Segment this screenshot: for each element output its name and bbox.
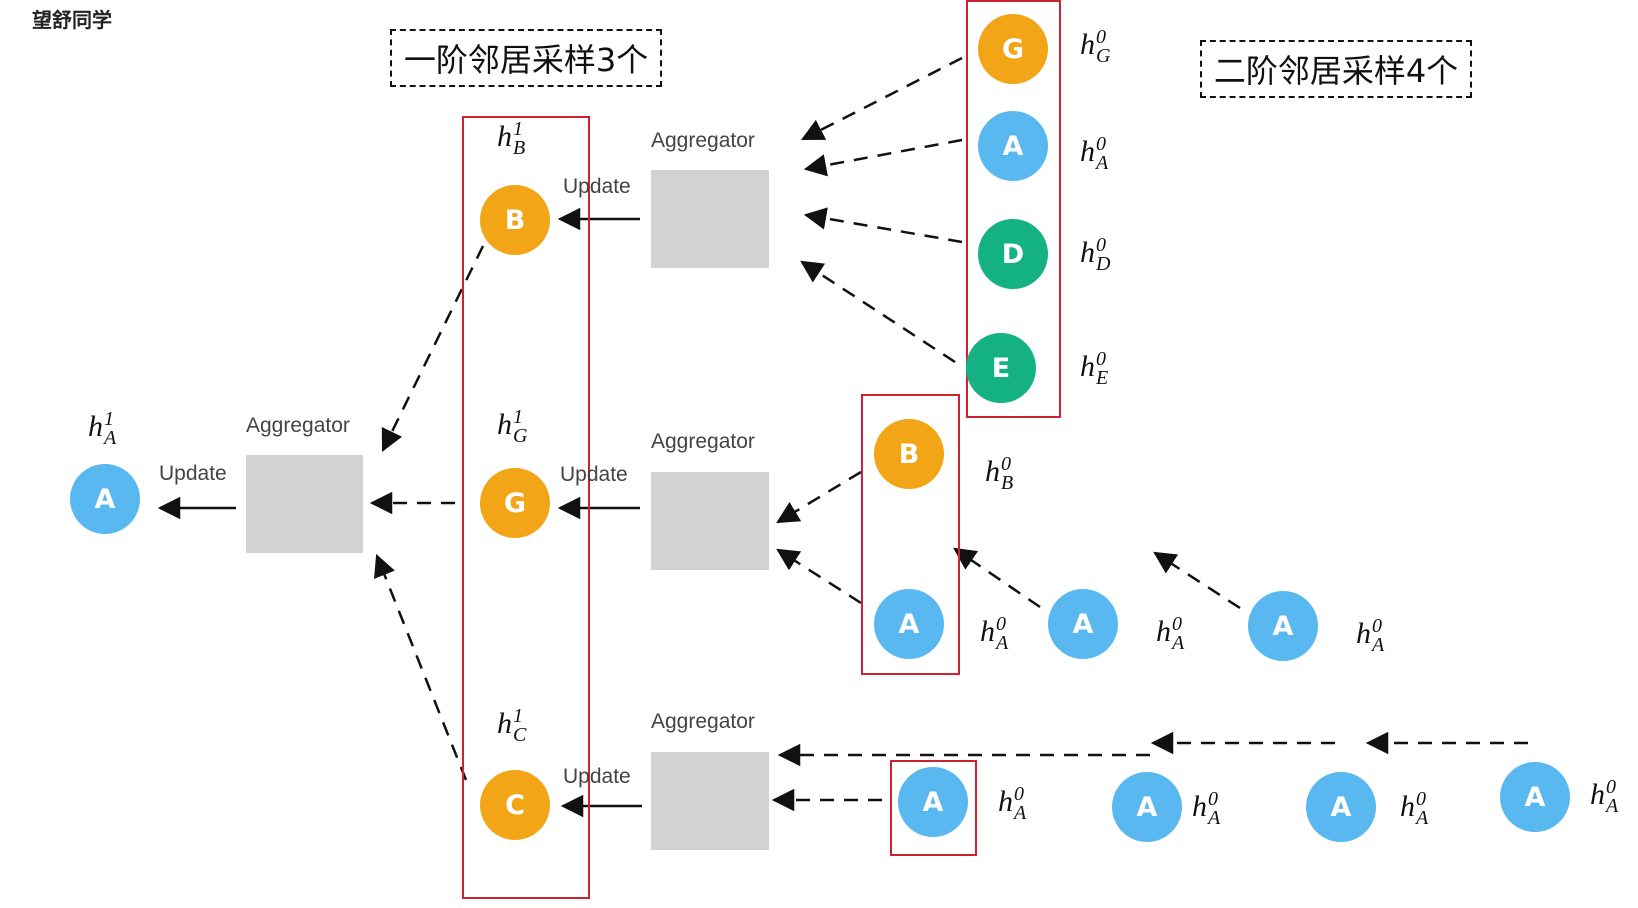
update-label-g: Update — [560, 463, 628, 486]
node-b-layer2-right: B — [874, 419, 944, 489]
node-d-layer2: D — [978, 219, 1048, 289]
edge-gtop-to-agg — [800, 56, 963, 141]
edge-aright-to-agg — [776, 548, 862, 605]
edge-atop-to-agg — [803, 138, 963, 177]
node-a-row1-1: A — [1048, 589, 1118, 659]
update-label-c: Update — [563, 765, 631, 788]
first-order-sample-label: 一阶邻居采样3个 — [390, 29, 662, 87]
aggregator-g — [651, 472, 769, 570]
aggregator-root — [246, 455, 363, 553]
node-g-layer2: G — [978, 14, 1048, 84]
edge-etop-to-agg — [800, 260, 956, 364]
aggregator-c-label: Aggregator — [651, 710, 755, 733]
update-label-b: Update — [563, 175, 631, 198]
watermark-text: 望舒同学 — [32, 8, 112, 32]
aggregator-g-label: Aggregator — [651, 430, 755, 453]
node-a-layer2-top: A — [978, 111, 1048, 181]
node-a-row1-2: A — [1248, 591, 1318, 661]
node-g-layer1: G — [480, 468, 550, 538]
node-a-bottom-1: A — [1112, 772, 1182, 842]
node-c-layer1: C — [480, 770, 550, 840]
second-order-sample-label: 二阶邻居采样4个 — [1200, 40, 1472, 98]
top-neighbors-red-box — [966, 0, 1061, 418]
edge-row1b — [1153, 551, 1241, 610]
edge-c-to-root-agg — [374, 553, 468, 781]
edge-bright-to-agg — [776, 470, 862, 524]
edge-b-to-root-agg — [381, 245, 485, 453]
node-a-layer2-right: A — [874, 589, 944, 659]
node-a-root: A — [70, 464, 140, 534]
node-e-layer2: E — [966, 333, 1036, 403]
update-label-root: Update — [159, 462, 227, 485]
node-a-bottom-2: A — [1306, 772, 1376, 842]
bottom-neighbor-red-box — [890, 760, 977, 856]
node-a-bottom-3: A — [1500, 762, 1570, 832]
right-neighbors-red-box — [861, 394, 960, 675]
aggregator-b — [651, 170, 769, 268]
aggregator-c — [651, 752, 769, 850]
layer1-red-box — [462, 116, 590, 899]
edge-row1-to-box — [953, 547, 1041, 609]
edge-dtop-to-agg — [803, 207, 963, 244]
node-b-layer1: B — [480, 185, 550, 255]
aggregator-root-label: Aggregator — [246, 414, 350, 437]
node-a-bottom-box: A — [898, 767, 968, 837]
aggregator-b-label: Aggregator — [651, 129, 755, 152]
